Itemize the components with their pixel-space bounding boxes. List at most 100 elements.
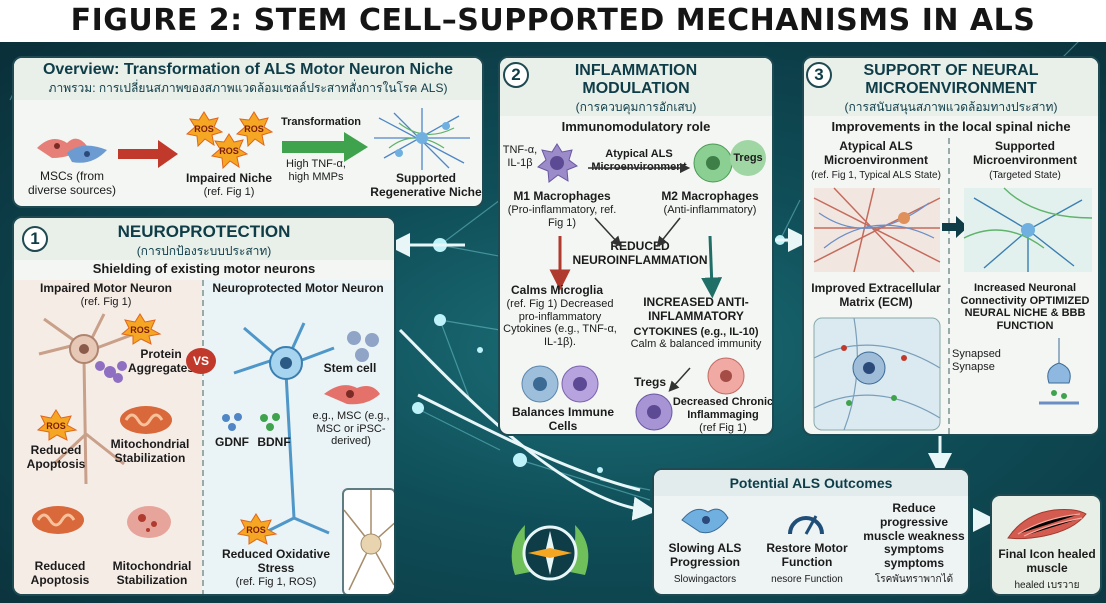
improvements-label: Improvements in the local spinal niche [831,119,1071,134]
ros-badge-icon: ROS [120,313,162,345]
overview-header: Overview: Transformation of ALS Motor Ne… [14,58,482,100]
final-sub: healed เบรวาย [1014,580,1080,591]
conditions-label: High TNF-α, high MMPs [286,158,346,183]
bdnf-dots-icon [260,413,280,431]
connectivity-label: Increased Neuronal Connectivity OPTIMIZE… [960,282,1090,332]
synapse-icon [1039,338,1079,405]
support-panel: SUPPORT OF NEURAL MICROENVIRONMENT (การส… [802,56,1100,436]
m1-sub: (Pro-inflammatory, ref. Fig 1) [507,204,617,229]
neuroprotection-panel: NEUROPROTECTION (การปกป้องระบบประสาท) Sh… [12,216,396,596]
slowing-cell-icon [681,508,729,534]
m2-sub: (Anti-inflammatory) [663,204,757,216]
m2-label: M2 Macrophages [661,189,759,203]
balances-label: Balances Immune Cells [511,405,615,433]
immune-cells-icon [521,365,599,403]
overview-subtitle: ภาพรวม: การเปลี่ยนสภาพของสภาพแวดล้อมเซลล… [48,81,448,95]
reduce-sub: โรคพันทราพากได้ [874,574,954,585]
purple-cell-icon [635,393,673,431]
atypical-ecm-icon [813,187,941,273]
impaired-side [14,280,202,594]
svg-text:ROS: ROS [130,325,150,335]
svg-text:ROS: ROS [219,146,239,156]
m1-macrophage-icon [537,143,579,183]
inflammation-panel: INFLAMMATION MODULATION (การควบคุมการอัก… [498,56,774,436]
tregs-label: Tregs [733,152,763,164]
msc-cells-icon [37,138,107,163]
atypical-ref: (ref. Fig 1, Typical ALS State) [811,170,941,181]
reduce-label: Reduce progressive muscle weakness sympt… [863,501,965,571]
damaged-cell-icon [127,506,171,538]
zoomed-neuron-icon [344,490,394,591]
inflam-arrows [549,162,723,392]
msc-label: e.g., MSC (e.g., MSC or iPSC-derived) [312,410,390,448]
impaired-neuron-ref: (ref. Fig 1) [80,296,132,308]
m1-label: M1 Macrophages [513,189,611,203]
tnf-label: TNF-α, IL-1β [502,144,538,169]
protected-neuron-label: Neuroprotected Motor Neuron [212,281,384,295]
impaired-niche-ref: (ref. Fig 1) [203,186,255,198]
slowing-label: Slowing ALS Progression [668,541,742,569]
zoom-inset [342,488,394,594]
gdnf-dots-icon [222,413,242,431]
compass-emblem-icon [511,525,589,581]
figure-title: FIGURE 2: STEM CELL–SUPPORTED MECHANISMS… [70,3,1036,38]
red-arrow-icon [118,140,178,168]
mito-stabilization-label-2: Mitochondrial Stabilization [112,559,192,587]
calm-immunity-label: Calm & balanced immunity [630,338,762,350]
supported-network-icon [963,187,1093,272]
svg-text:ROS: ROS [244,124,264,134]
support-divider [948,138,950,434]
outcomes-panel: Potential ALS Outcomes Slowing ALS Progr… [652,468,970,596]
transformation-label: Transformation [280,116,362,128]
tregs-cell-icon [730,140,766,176]
support-subtitle: (การสนับสนุนสภาพแวดล้อมทางประสาท) [844,100,1058,114]
mitochondria-icon [120,406,172,434]
section-3-badge: 3 [806,62,832,88]
cytokines-label: CYTOKINES (e.g., IL-10) [633,326,759,338]
bdnf-label: BDNF [257,435,291,449]
oxidative-label: Reduced Oxidative Stress [221,547,331,575]
slowing-sub: Slowingactors [673,574,737,585]
arrow-right-icon [942,216,968,238]
reduced-apoptosis-label: Reduced Apoptosis [26,443,86,471]
restore-label: Restore Motor Function [766,541,848,569]
final-muscle-panel: Final Icon healed muscle healed เบรวาย [990,494,1102,596]
mito-stabilization-label: Mitochondrial Stabilization [110,437,190,465]
atypical-label: Atypical ALS Microenvironment [823,139,928,167]
supported-env-label: Supported Microenvironment [972,139,1077,167]
mitochondria-icon-2 [32,506,84,534]
overview-panel: Overview: Transformation of ALS Motor Ne… [12,56,484,208]
impaired-neuron-label: Impaired Motor Neuron [39,281,172,295]
regenerative-niche-icon [374,108,470,170]
inflam-header: INFLAMMATION MODULATION (การควบคุมการอัก… [500,58,772,116]
impaired-niche-label: Impaired Niche [185,171,273,185]
section-2-badge: 2 [503,62,529,88]
ecm-label: Improved Extracellular Matrix (ECM) [811,281,941,309]
outcomes-header: Potential ALS Outcomes [654,470,968,496]
muscle-icon [1007,509,1087,540]
ecm-cells-icon [813,317,941,431]
decreased-ref: (ref Fig 1) [699,422,747,434]
mscs-label: MSCs (from diverse sources) [27,169,117,197]
neuro-title: NEUROPROTECTION [117,222,291,241]
neuro-header: NEUROPROTECTION (การปกป้องระบบประสาท) [14,218,394,260]
svg-text:ROS: ROS [246,525,266,535]
ros-badge-icon-3: ROS [236,513,278,545]
increased-anti-label: INCREASED ANTI-INFLAMMATORY [643,295,749,323]
gdnf-label: GDNF [215,435,249,449]
title-bar: FIGURE 2: STEM CELL–SUPPORTED MECHANISMS… [0,0,1106,42]
overview-title: Overview: Transformation of ALS Motor Ne… [42,61,454,78]
decreased-chronic-label: Decreased Chronic Inflammaging [672,396,774,421]
msc-cell-icon [324,385,380,405]
restore-sub: nesore Function [771,574,843,585]
reduced-apoptosis-label-2: Reduced Apoptosis [30,559,90,587]
supported-niche-label: Supported Regenerative Niche [370,171,482,199]
svg-text:ROS: ROS [46,421,66,431]
synapsed-label: Synapsed Synapse [952,348,1001,373]
atypical-env-label: Atypical ALS Microenvironment [591,148,687,173]
supported-env-ref: (Targeted State) [989,170,1061,181]
immuno-role-label: Immunomodulatory role [561,119,711,134]
outcomes-title: Potential ALS Outcomes [729,475,893,491]
tregs-label-2: Tregs [633,375,666,389]
